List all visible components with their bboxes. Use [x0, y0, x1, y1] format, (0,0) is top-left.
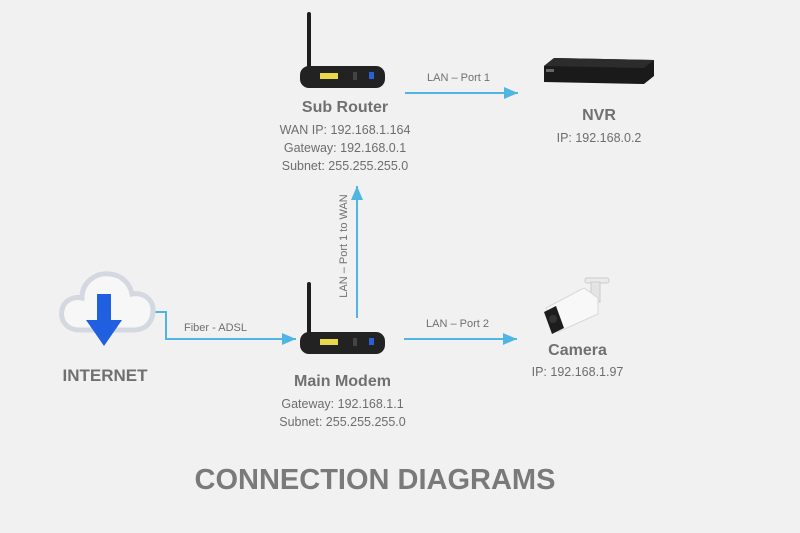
nvr-title: NVR	[582, 107, 616, 124]
main-modem-subnet: Subnet: 255.255.255.0	[279, 415, 406, 429]
sub-router-info: WAN IP: 192.168.1.164 Gateway: 192.168.0…	[255, 121, 435, 175]
link-label-modem-to-camera: LAN – Port 2	[426, 318, 489, 330]
main-modem-info: Gateway: 192.168.1.1 Subnet: 255.255.255…	[250, 395, 435, 431]
camera-ip: IP: 192.168.1.97	[531, 365, 624, 379]
sub-router-gateway: Gateway: 192.168.0.1	[283, 141, 407, 155]
nvr-icon	[544, 58, 654, 84]
main-modem-title: Main Modem	[294, 373, 391, 390]
camera-icon	[544, 277, 610, 334]
cloud-download-icon	[59, 271, 156, 346]
router-icon	[300, 12, 385, 88]
sub-router-subnet: Subnet: 255.255.255.0	[281, 159, 409, 173]
link-label-router-to-nvr: LAN – Port 1	[427, 72, 490, 84]
modem-icon	[300, 282, 385, 354]
link-label-internet-to-modem: Fiber - ADSL	[184, 322, 247, 334]
sub-router-wan-ip: WAN IP: 192.168.1.164	[279, 123, 411, 137]
sub-router-title: Sub Router	[301, 99, 389, 116]
diagram-title: CONNECTION DIAGRAMS	[194, 464, 556, 496]
link-internet-to-modem	[153, 311, 296, 345]
nvr-ip: IP: 192.168.0.2	[556, 131, 642, 145]
main-modem-gateway: Gateway: 192.168.1.1	[281, 397, 404, 411]
internet-title: INTERNET	[62, 366, 148, 385]
camera-title: Camera	[548, 342, 607, 359]
